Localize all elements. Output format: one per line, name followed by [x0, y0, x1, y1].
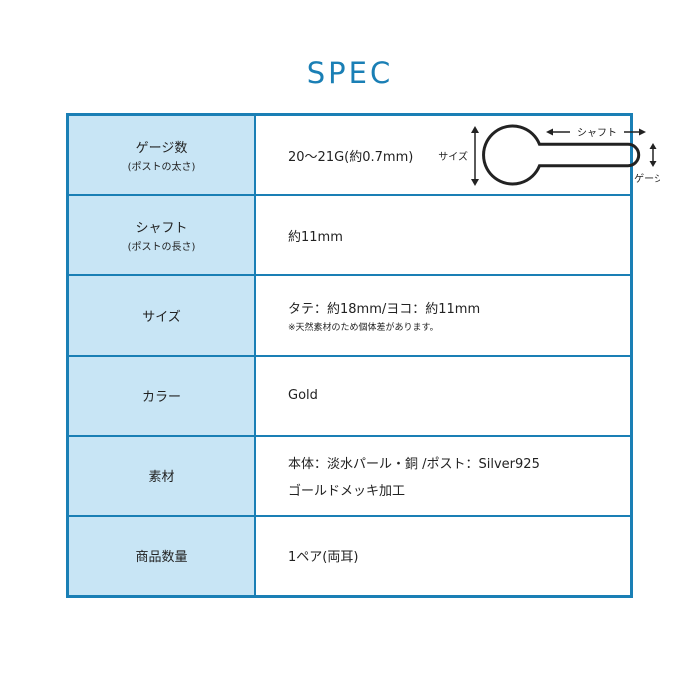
earring-diagram: サイズ シャフト ゲージ数 — [438, 124, 660, 186]
row-value: 1ペア(両耳) — [288, 550, 359, 566]
gauge-arrow-head-top — [649, 143, 657, 149]
row-value: タテ：約18mm/ヨコ：約11mm — [288, 301, 481, 317]
size-arrow-head-bottom — [471, 179, 479, 186]
row-sublabel: (ポストの太さ) — [127, 162, 196, 174]
spec-row-color: カラー Gold — [69, 354, 630, 435]
row-label: 素材 — [148, 470, 175, 486]
spec-row-material: 素材 本体：淡水パール・銅 /ポスト：Silver925 ゴールドメッキ加工 — [69, 434, 630, 515]
spec-row-shaft: シャフト (ポストの長さ) 約11mm — [69, 194, 630, 275]
row-label: シャフト — [135, 221, 188, 237]
row-label-cell: 素材 — [69, 436, 256, 515]
shaft-arrow-head-left — [546, 128, 553, 136]
row-value-cell: タテ：約18mm/ヨコ：約11mm ※天然素材のため個体差があります。 — [256, 276, 630, 354]
row-note: ※天然素材のため個体差があります。 — [288, 322, 439, 333]
row-label: 商品数量 — [135, 550, 188, 566]
row-value: 20〜21G(約0.7mm) — [288, 149, 414, 165]
row-value-cell: 20〜21G(約0.7mm) サイズ シャフト ゲージ数 — [256, 116, 660, 194]
spec-row-quantity: 商品数量 1ペア(両耳) — [69, 514, 630, 596]
row-label: カラー — [141, 390, 181, 406]
row-label: ゲージ数 — [135, 141, 188, 157]
page-title: SPEC — [306, 56, 394, 90]
shaft-label: シャフト — [577, 128, 617, 139]
row-value-line2: ゴールドメッキ加工 — [288, 483, 406, 499]
gauge-label: ゲージ数 — [634, 172, 660, 185]
size-arrow-head-top — [471, 126, 479, 133]
spec-row-gauge: ゲージ数 (ポストの太さ) 20〜21G(約0.7mm) サイズ シャフト — [69, 116, 660, 195]
row-sublabel: (ポストの長さ) — [127, 242, 196, 254]
row-label-cell: サイズ — [69, 276, 256, 355]
row-value-cell: 1ペア(両耳) — [256, 517, 630, 595]
size-label: サイズ — [438, 150, 468, 163]
row-label: サイズ — [142, 309, 181, 325]
row-value-cell: 約11mm — [256, 196, 630, 274]
row-value-cell: 本体：淡水パール・銅 /ポスト：Silver925 ゴールドメッキ加工 — [256, 437, 630, 515]
row-label-cell: 商品数量 — [69, 516, 256, 596]
row-value: Gold — [288, 388, 318, 404]
row-label-cell: カラー — [69, 356, 256, 435]
earring-outline-icon — [482, 124, 641, 186]
spec-row-size: サイズ タテ：約18mm/ヨコ：約11mm ※天然素材のため個体差があります。 — [69, 274, 630, 355]
shaft-arrow-head-right — [639, 128, 646, 136]
row-label-cell: シャフト (ポストの長さ) — [69, 196, 256, 275]
row-label-cell: ゲージ数 (ポストの太さ) — [69, 116, 256, 195]
row-value: 本体：淡水パール・銅 /ポスト：Silver925 — [288, 456, 540, 472]
row-value-cell: Gold — [256, 357, 630, 435]
gauge-arrow-head-bottom — [649, 161, 657, 167]
row-value: 約11mm — [288, 229, 343, 245]
spec-table: ゲージ数 (ポストの太さ) 20〜21G(約0.7mm) サイズ シャフト — [66, 113, 660, 598]
